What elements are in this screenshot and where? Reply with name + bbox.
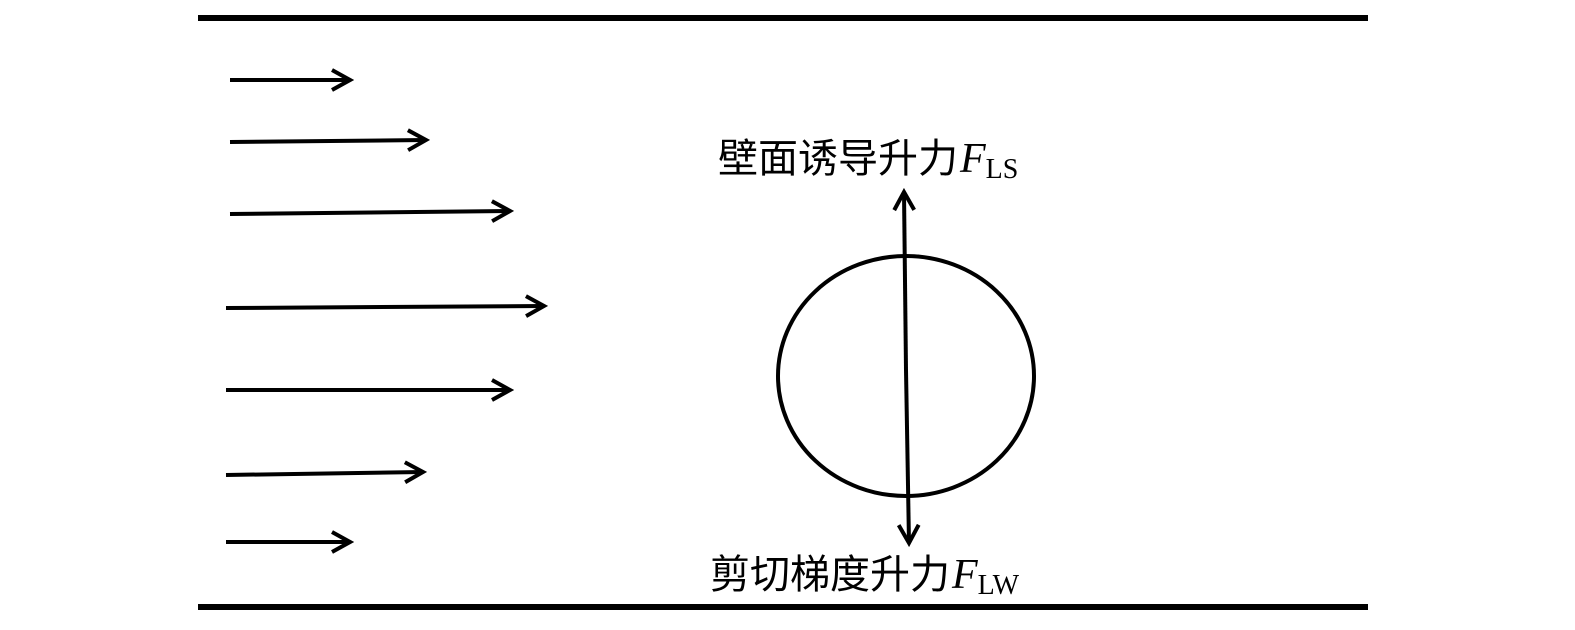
lift-force-arrow [904,192,909,543]
wall-induced-lift-label: 壁面诱导升力FLS [718,136,1018,185]
velocity-profile-arrows [225,80,544,542]
velocity-arrow [225,306,544,308]
velocity-arrow [229,140,426,142]
velocity-arrow [229,211,510,214]
velocity-arrow [225,472,423,475]
shear-lift-arrow [906,369,909,543]
shear-gradient-lift-label: 剪切梯度升力FLW [710,552,1020,601]
wall-lift-arrow [904,192,906,371]
